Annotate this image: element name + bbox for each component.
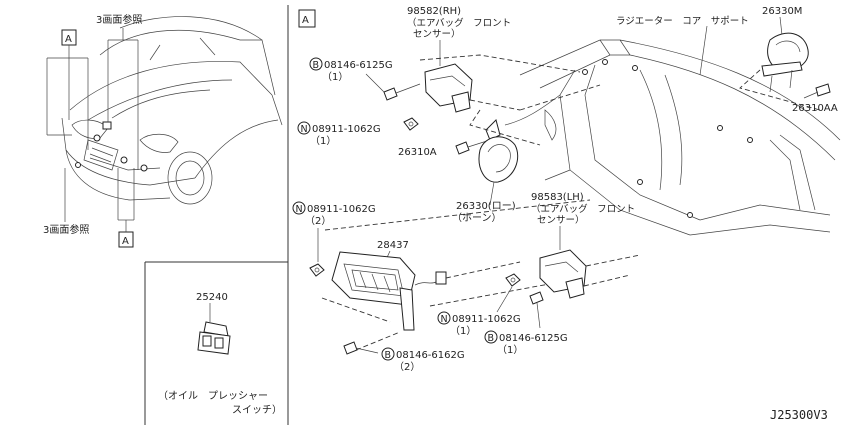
svg-text:N: N xyxy=(301,124,308,135)
svg-text:B: B xyxy=(313,60,320,71)
callout-label-a-bottom: A xyxy=(122,236,129,247)
nut-n2-icon xyxy=(309,263,325,277)
sensor-lh-name2: センサー） xyxy=(537,214,585,226)
nut-n1-icon xyxy=(403,117,419,131)
nut-n2-qty: （2） xyxy=(305,215,331,227)
ref-text-top: 3画面参照 xyxy=(96,13,142,26)
bolt-b1-qty: （1） xyxy=(322,71,348,83)
bolt-26310a-icon xyxy=(455,139,491,155)
bolt-b2-number: 08146-6125G xyxy=(499,333,568,344)
oil-switch-name-line1: （オイル プレッシャー xyxy=(158,390,268,402)
nut-n1-qty: （1） xyxy=(310,135,336,147)
horn-low-icon xyxy=(478,119,519,206)
horn-high-icon xyxy=(761,32,809,93)
nut-n1-number: 08911-1062G xyxy=(312,124,381,135)
horn-high-number: 26330M xyxy=(762,6,802,17)
airbag-sensor-rh-icon xyxy=(424,63,473,113)
sensor-rh-name1: （エアバッグ フロント xyxy=(407,17,511,29)
car-front-illustration xyxy=(61,16,283,205)
panel-a-letter: A xyxy=(302,15,309,26)
radiator-core-support-icon xyxy=(504,39,841,236)
bolt-26310aa-icon xyxy=(803,83,831,99)
nut-n3-qty: （1） xyxy=(450,325,476,337)
bolt-b1-icon xyxy=(383,83,421,101)
bolt-26310aa-label: 26310AA xyxy=(792,103,838,114)
lamp-number: 28437 xyxy=(377,240,409,251)
prefix-b-2: B xyxy=(484,330,498,344)
bolt-b2-icon xyxy=(529,291,544,329)
bolt-b1-number: 08146-6125G xyxy=(324,60,393,71)
horn-low-number: 26330(ロー) xyxy=(456,201,516,212)
radiator-support-label: ラジエーター コア サポート xyxy=(616,16,749,27)
oil-switch-name-line2: スイッチ） xyxy=(232,404,282,416)
bolt-b2-qty: （1） xyxy=(497,344,523,356)
sensor-rh-number: 98582(RH) xyxy=(407,6,461,17)
callout-label-a-top: A xyxy=(65,34,72,45)
nut-n2-number: 08911-1062G xyxy=(307,204,376,215)
bolt-b3-number: 08146-6162G xyxy=(396,350,465,361)
bolt-26310a-label: 26310A xyxy=(398,147,437,158)
bolt-b3-icon xyxy=(343,341,379,355)
ref-text-bottom: 3画面参照 xyxy=(43,223,89,236)
svg-text:B: B xyxy=(385,350,392,361)
nut-n3-icon xyxy=(505,273,521,287)
panel-a-box xyxy=(298,9,316,28)
prefix-n-2: N xyxy=(292,201,306,215)
fog-lamp-icon xyxy=(331,251,447,331)
oil-pressure-switch-inset: 25240 （オイル プレッシャー スイッチ） xyxy=(158,292,282,416)
svg-text:B: B xyxy=(488,333,495,344)
prefix-n-1: N xyxy=(297,121,311,135)
nut-n3-number: 08911-1062G xyxy=(452,314,521,325)
sensor-lh-name1: （エアバッグ フロント xyxy=(531,203,635,215)
svg-text:N: N xyxy=(296,204,303,215)
diagram-code: J25300V3 xyxy=(770,408,828,422)
bolt-b3-qty: （2） xyxy=(394,361,420,373)
oil-switch-part-number: 25240 xyxy=(196,292,228,303)
left-panel-leaders: A 3画面参照 3画面参照 A xyxy=(43,13,142,248)
oil-switch-icon xyxy=(197,321,231,355)
prefix-b-3: B xyxy=(381,347,395,361)
airbag-sensor-lh-icon xyxy=(539,249,587,299)
prefix-b-1: B xyxy=(309,57,323,71)
prefix-n-3: N xyxy=(437,311,451,325)
sensor-lh-number: 98583(LH) xyxy=(531,192,584,203)
sensor-rh-name2: センサー） xyxy=(413,28,461,40)
svg-text:N: N xyxy=(441,314,448,325)
horn-low-name: （ホーン） xyxy=(452,212,502,224)
